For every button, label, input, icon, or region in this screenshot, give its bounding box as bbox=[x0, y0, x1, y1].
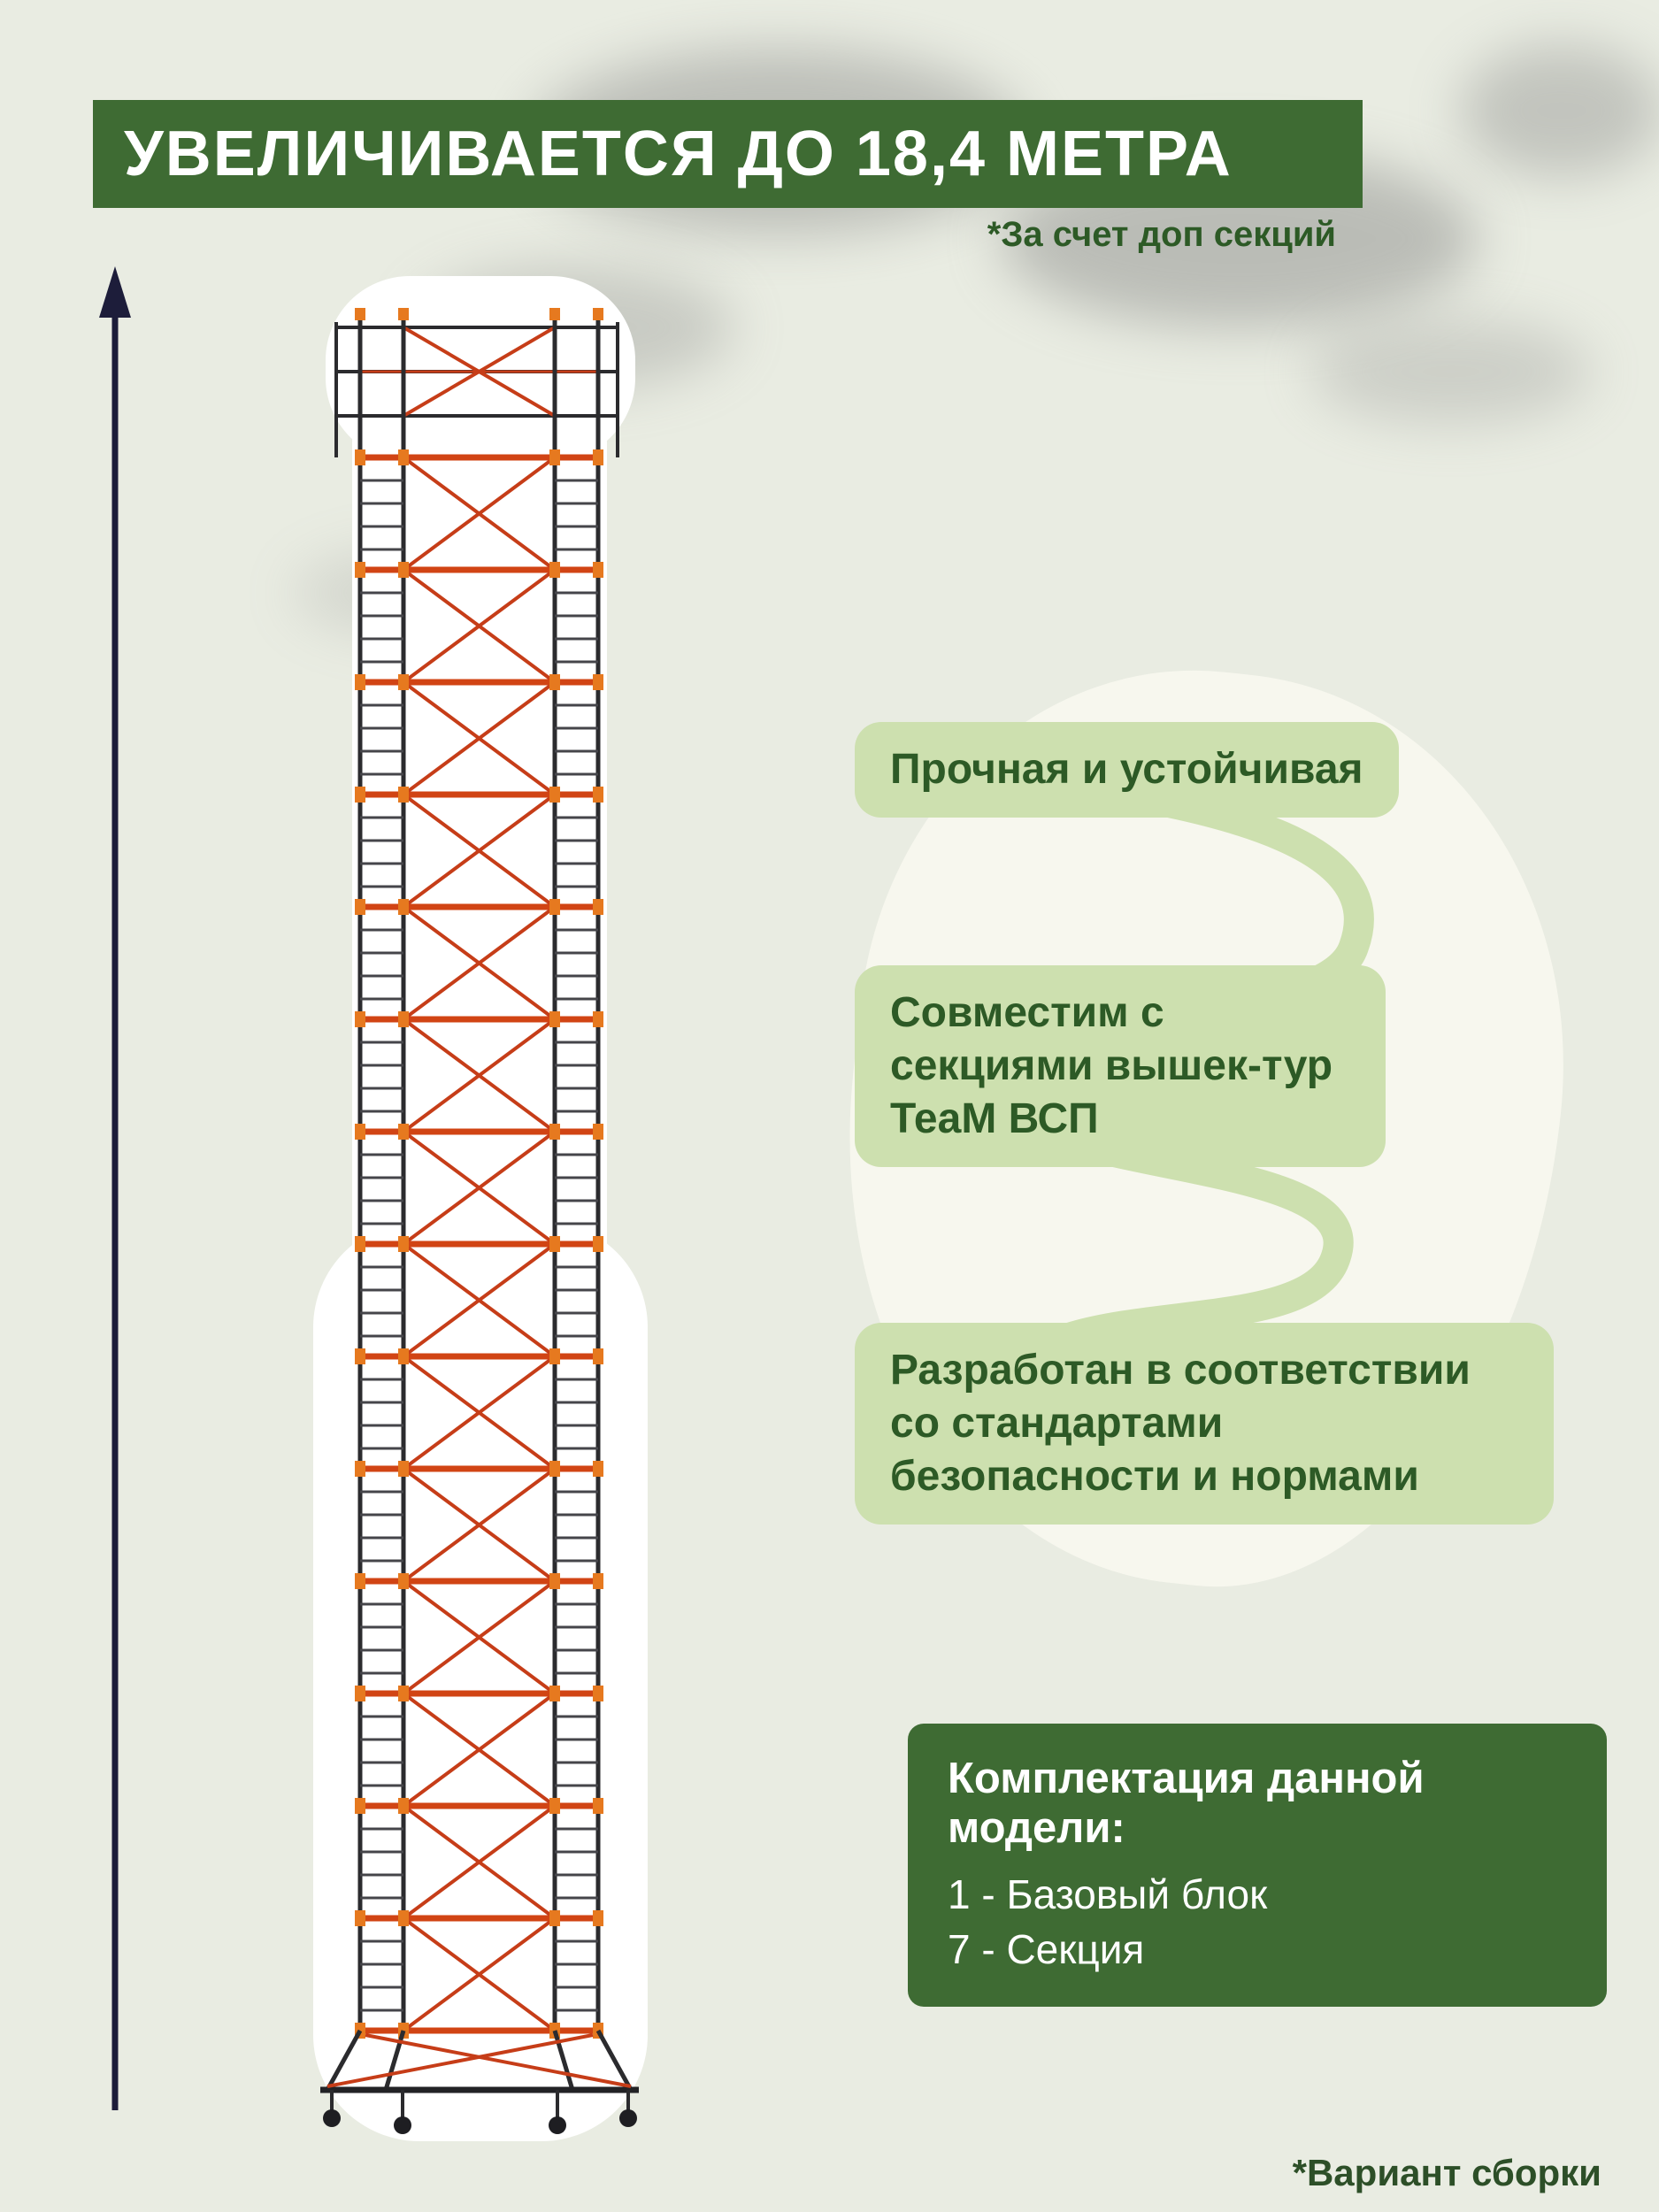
feature-pill-strong: Прочная и устойчивая bbox=[855, 722, 1399, 818]
header-note: *За счет доп секций bbox=[987, 215, 1336, 254]
height-arrow bbox=[99, 266, 131, 2110]
feature-label: Разработан в соответствии со стандартами… bbox=[890, 1347, 1471, 1500]
tower-base bbox=[320, 2029, 639, 2134]
feature-label: Совместим с секциями вышек-тур ТеаМ ВСП bbox=[890, 989, 1333, 1142]
tower-top-guardrail bbox=[334, 322, 619, 457]
cloud-decoration bbox=[1460, 44, 1659, 177]
feature-pill-standards: Разработан в соответствии со стандартами… bbox=[855, 1323, 1554, 1525]
assembly-footnote: *Вариант сборки bbox=[1292, 2152, 1601, 2193]
package-box: Комплектация данной модели: 1 - Базовый … bbox=[908, 1724, 1607, 2008]
page-title: УВЕЛИЧИВАЕТСЯ ДО 18,4 МЕТРА bbox=[124, 119, 1233, 189]
package-title: Комплектация данной модели: bbox=[948, 1755, 1425, 1852]
package-item: 7 - Секция bbox=[948, 1926, 1145, 1973]
header-banner: УВЕЛИЧИВАЕТСЯ ДО 18,4 МЕТРА bbox=[93, 100, 1363, 208]
feature-label: Прочная и устойчивая bbox=[890, 746, 1363, 793]
cloud-decoration bbox=[1310, 319, 1593, 425]
feature-pill-compatible: Совместим с секциями вышек-тур ТеаМ ВСП bbox=[855, 965, 1386, 1167]
scaffold-tower-illustration bbox=[313, 276, 648, 2141]
package-item: 1 - Базовый блок bbox=[948, 1871, 1268, 1917]
